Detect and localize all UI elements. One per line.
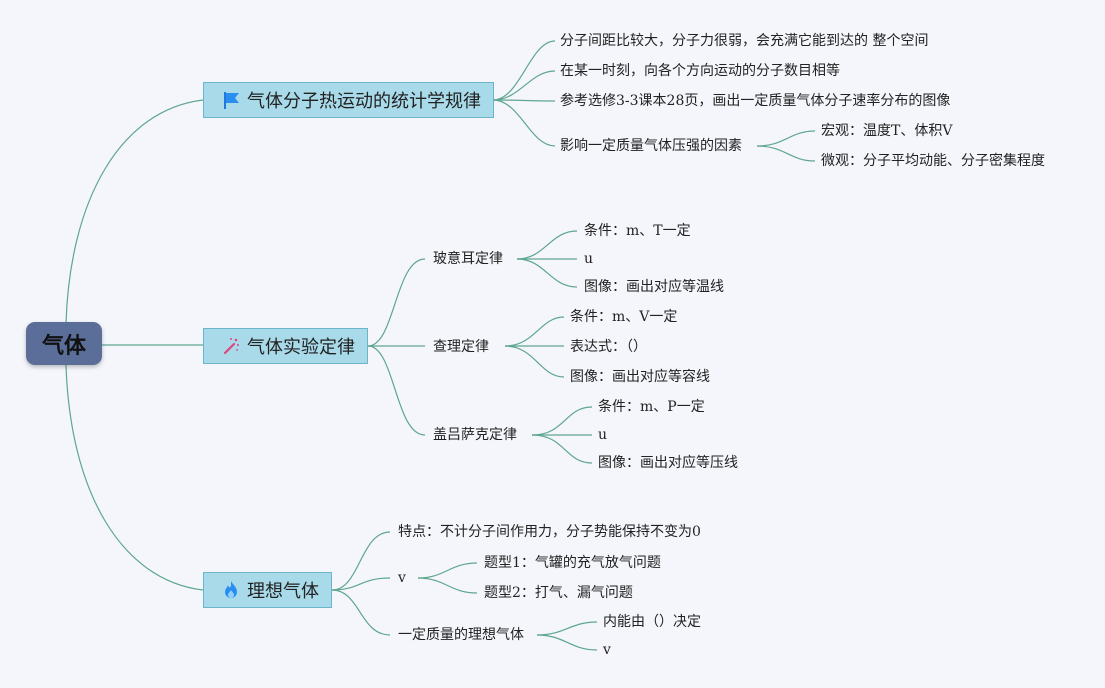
- branch-label: 理想气体: [247, 581, 319, 602]
- node-gay-lussac-condition[interactable]: 条件：m、P一定: [598, 399, 705, 415]
- magic-wand-icon: [220, 335, 242, 357]
- branch-statistical-law[interactable]: 气体分子热运动的统计学规律: [203, 82, 494, 118]
- node-charles-expression[interactable]: 表达式：（）: [570, 339, 647, 355]
- node-gay-lussac-expression[interactable]: u: [598, 427, 608, 443]
- node-speed-distribution[interactable]: 参考选修3-3课本28页，画出一定质量气体分子速率分布的图像: [560, 93, 951, 109]
- node-charles-graph[interactable]: 图像：画出对应等容线: [570, 369, 710, 385]
- node-charles-law[interactable]: 查理定律: [433, 339, 489, 355]
- node-gay-lussac-graph[interactable]: 图像：画出对应等压线: [598, 455, 738, 471]
- node-gay-lussac-law[interactable]: 盖吕萨克定律: [433, 427, 517, 443]
- node-ideal-gas-v[interactable]: v: [398, 570, 406, 586]
- node-boyle-condition[interactable]: 条件：m、T一定: [584, 223, 691, 239]
- node-ideal-gas-feature[interactable]: 特点：不计分子间作用力，分子势能保持不变为0: [398, 524, 701, 540]
- node-problem-type-1[interactable]: 题型1：气罐的充气放气问题: [484, 555, 661, 571]
- branch-gas-experiment-laws[interactable]: 气体实验定律: [203, 328, 368, 364]
- node-fixed-mass-v[interactable]: v: [603, 642, 611, 658]
- node-boyle-expression[interactable]: u: [584, 251, 594, 267]
- branch-label: 气体分子热运动的统计学规律: [247, 91, 481, 112]
- root-topic-label: 气体: [41, 333, 86, 359]
- node-equal-directions[interactable]: 在某一时刻，向各个方向运动的分子数目相等: [560, 63, 840, 79]
- root-topic[interactable]: 气体: [26, 322, 102, 365]
- blue-flag-icon: [220, 89, 242, 111]
- node-problem-type-2[interactable]: 题型2：打气、漏气问题: [484, 585, 633, 601]
- node-boyle-graph[interactable]: 图像：画出对应等温线: [584, 279, 724, 295]
- node-micro[interactable]: 微观：分子平均动能、分子密集程度: [821, 153, 1045, 169]
- node-fixed-mass-ideal-gas[interactable]: 一定质量的理想气体: [398, 627, 524, 643]
- node-molecular-distance[interactable]: 分子间距比较大，分子力很弱，会充满它能到达的 整个空间: [560, 33, 929, 49]
- branch-ideal-gas[interactable]: 理想气体: [203, 572, 332, 608]
- node-boyle-law[interactable]: 玻意耳定律: [433, 251, 503, 267]
- node-macro[interactable]: 宏观：温度T、体积V: [821, 123, 953, 139]
- node-internal-energy[interactable]: 内能由（）决定: [603, 614, 701, 630]
- fire-icon: [220, 579, 242, 601]
- node-charles-condition[interactable]: 条件：m、V一定: [570, 309, 678, 325]
- node-pressure-factors[interactable]: 影响一定质量气体压强的因素: [560, 138, 742, 154]
- branch-label: 气体实验定律: [247, 337, 355, 358]
